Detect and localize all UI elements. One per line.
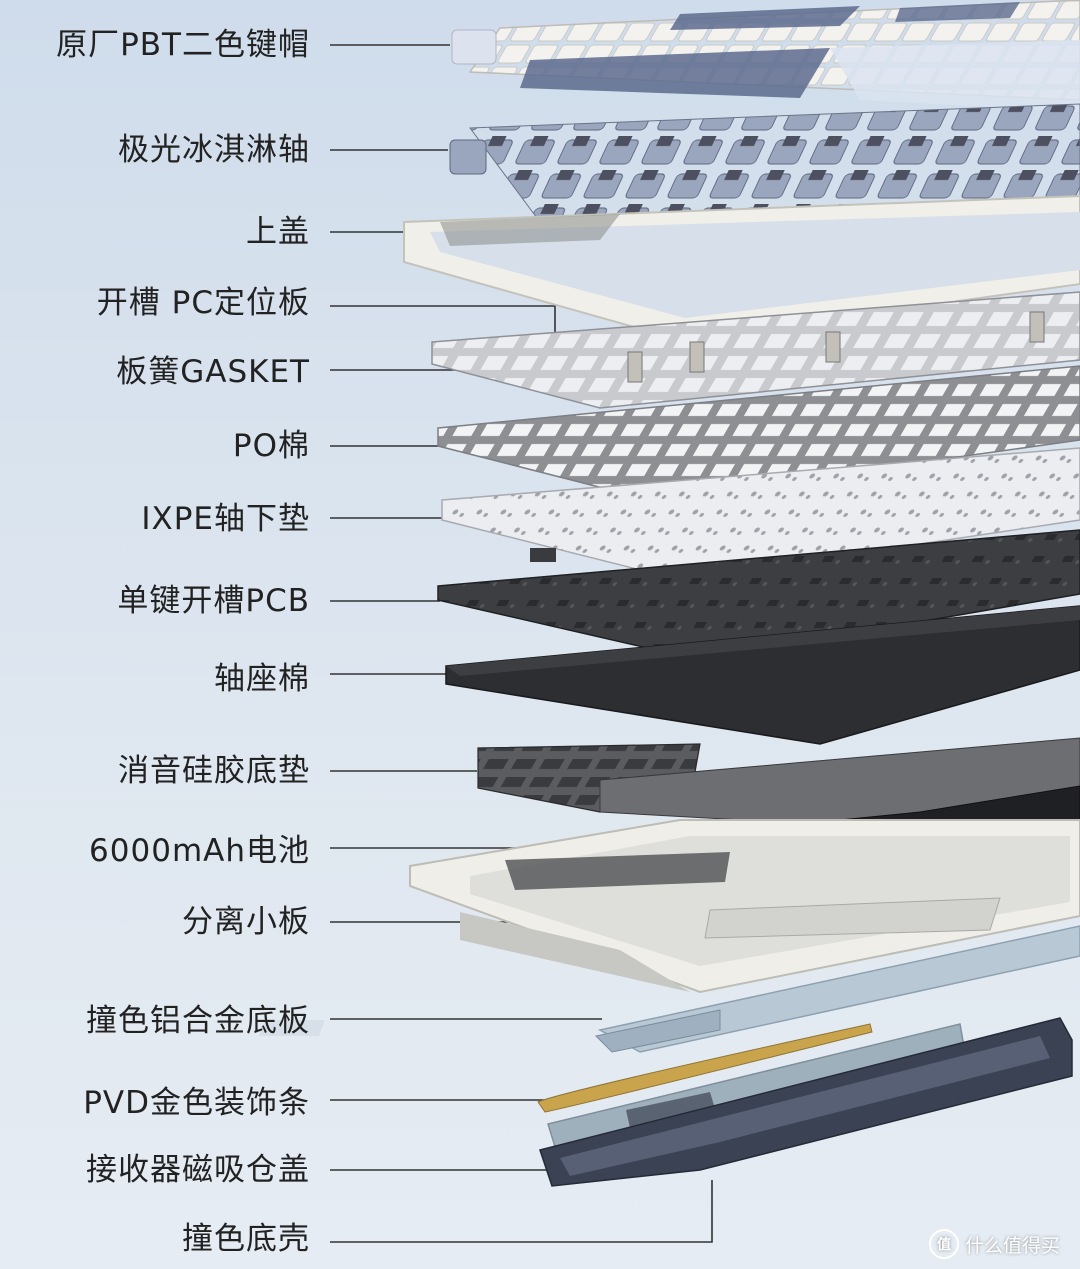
label-pcb: 单键开槽PCB: [117, 583, 310, 619]
label-socket-foam: 轴座棉: [214, 661, 310, 697]
keycaps-layer: [451, 0, 1080, 112]
watermark: 值 什么值得买: [928, 1229, 1060, 1259]
label-bottom-shell: 撞色底壳: [182, 1221, 310, 1257]
connector-part: [530, 548, 556, 562]
keycap-sample: [451, 29, 497, 65]
switch-sample: [449, 139, 487, 175]
daughterboard: [505, 852, 730, 890]
watermark-logo-icon: 值: [928, 1229, 959, 1259]
label-top-case: 上盖: [246, 214, 310, 250]
label-battery: 6000mAh电池: [89, 833, 310, 869]
bottom-case-layer: [409, 819, 1080, 994]
aluminium-plate-layer: [258, 925, 1080, 1053]
label-gold-strip: PVD金色装饰条: [83, 1085, 310, 1121]
label-switches: 极光冰淇淋轴: [118, 132, 310, 168]
pc-plate-layer: [431, 291, 1080, 409]
label-po-foam: PO棉: [232, 428, 310, 464]
gold-strip-layer: [537, 1023, 873, 1113]
socket-foam-layer: [445, 605, 1080, 745]
label-keycaps: 原厂PBT二色键帽: [56, 27, 310, 63]
label-daughterboard: 分离小板: [182, 904, 310, 940]
label-silicone: 消音硅胶底垫: [118, 753, 310, 789]
label-gasket: 板簧GASKET: [116, 354, 310, 390]
bottom-shell-layer: [539, 1017, 1073, 1187]
switches-layer: [449, 103, 1080, 223]
watermark-text: 什么值得买: [964, 1234, 1060, 1257]
label-ixpe: IXPE轴下垫: [141, 501, 310, 537]
label-aluminium-plate: 撞色铝合金底板: [86, 1003, 310, 1039]
label-receiver-cover: 接收器磁吸仓盖: [86, 1152, 310, 1188]
label-pc-plate: 开槽 PC定位板: [96, 285, 310, 321]
